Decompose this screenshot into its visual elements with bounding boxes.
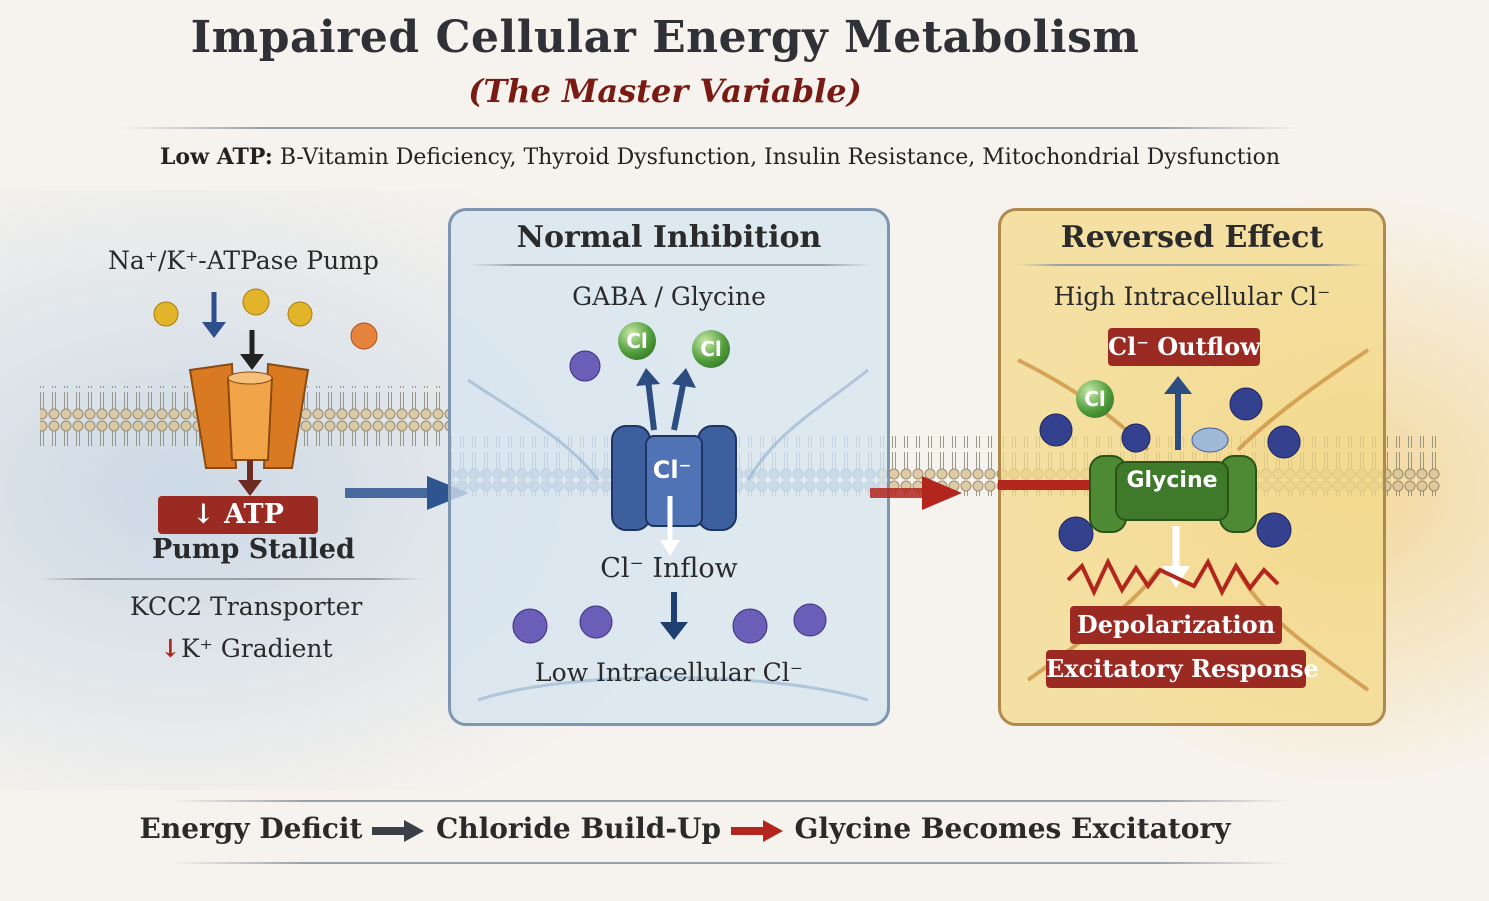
low-cl-label: Low Intracellular Cl⁻	[535, 658, 803, 687]
ion	[1229, 387, 1263, 421]
summary-step-2: Chloride Build-Up	[435, 812, 721, 845]
pump-top	[227, 371, 273, 385]
down-arrow-icon: ↓	[160, 634, 181, 663]
spike-line	[1066, 557, 1280, 597]
ion	[579, 605, 613, 639]
atp-banner: ↓ ATP	[158, 496, 318, 534]
ion	[793, 603, 827, 637]
reversed-panel-title: Reversed Effect	[1060, 220, 1324, 255]
outflow-banner: Cl⁻ Outflow	[1108, 328, 1261, 366]
summary-top-divider	[170, 800, 1290, 802]
ion	[1256, 512, 1292, 548]
arrow-shaft	[870, 488, 930, 498]
pump-out-arrow-head	[238, 480, 262, 496]
sodium-ion	[153, 301, 179, 327]
channel-core	[1115, 461, 1229, 521]
atpase-pump-illustration	[153, 288, 378, 496]
gradient-text: K⁺ Gradient	[180, 634, 333, 663]
neuron-branch	[1236, 348, 1370, 452]
pump-label: Na⁺/K⁺-ATPase Pump	[108, 246, 379, 275]
reversed-title-divider	[1018, 264, 1366, 266]
dendrite	[477, 676, 869, 702]
summary-bottom-divider	[170, 862, 1290, 864]
ion	[1058, 516, 1094, 552]
gradient-label: ↓K⁺ Gradient	[160, 634, 333, 663]
up-arrow-head	[672, 368, 696, 388]
arrow-right-icon	[730, 819, 783, 842]
arrow-head	[922, 476, 962, 510]
page-subtitle: (The Master Variable)	[468, 72, 862, 110]
high-cl-label: High Intracellular Cl⁻	[1053, 282, 1331, 311]
ion-arrow-head	[202, 322, 226, 338]
ion	[1121, 423, 1151, 453]
excitatory-banner: Excitatory Response	[1046, 650, 1319, 688]
sodium-ion	[287, 301, 313, 327]
chloride-ion: Cl	[618, 322, 656, 360]
ion	[512, 608, 548, 644]
arrow-shaft	[345, 488, 435, 498]
channel-label: Cl⁻	[652, 456, 692, 484]
chloride-ion: Cl	[692, 330, 730, 368]
inflow-arrow-head	[660, 622, 688, 640]
pump-status: Pump Stalled	[152, 534, 355, 565]
normal-title-divider	[470, 264, 870, 266]
normal-channel-illustration	[467, 350, 869, 702]
arrow-to-reversed	[870, 476, 962, 510]
dendrite	[746, 368, 869, 481]
membrane-arrow	[998, 480, 1108, 490]
glycine-channel-label: Glycine	[1126, 468, 1218, 493]
kcc2-label: KCC2 Transporter	[130, 592, 363, 621]
left-divider	[40, 578, 420, 580]
normal-panel-title: Normal Inhibition	[516, 220, 822, 255]
chloride-ion: Cl	[1076, 380, 1114, 418]
channel-left	[611, 425, 651, 531]
ion	[569, 350, 601, 382]
potassium-ion	[350, 322, 378, 350]
ion	[1039, 413, 1073, 447]
page-title: Impaired Cellular Energy Metabolism	[190, 12, 1140, 63]
title-divider	[120, 127, 1300, 129]
channel-arrow-head	[660, 540, 680, 556]
outflow-arrow-head	[1164, 376, 1192, 394]
channel-right	[697, 425, 737, 531]
reversed-channel-illustration	[998, 348, 1370, 692]
summary-step-1: Energy Deficit	[139, 812, 363, 845]
up-arrow	[671, 379, 687, 431]
causes-line: Low ATP: B-Vitamin Deficiency, Thyroid D…	[0, 144, 1440, 170]
causes-lead: Low ATP:	[159, 144, 273, 170]
pump-left-half	[188, 362, 238, 469]
sodium-ion	[242, 288, 270, 316]
up-arrow-head	[636, 368, 660, 386]
ion	[732, 608, 768, 644]
ligand-molecule	[1191, 427, 1229, 453]
causes-list: B-Vitamin Deficiency, Thyroid Dysfunctio…	[279, 145, 1281, 170]
arrow-right-icon	[372, 819, 425, 842]
dendrite	[467, 378, 600, 481]
summary-step-3: Glycine Becomes Excitatory	[794, 812, 1231, 845]
ligand-label: GABA / Glycine	[572, 282, 766, 311]
ion-arrow-head	[240, 354, 264, 370]
summary-line: Energy Deficit Chloride Build-Up Glycine…	[0, 812, 1370, 845]
up-arrow	[645, 379, 657, 431]
ion	[1267, 425, 1301, 459]
channel-core	[645, 435, 703, 527]
depolarization-banner: Depolarization	[1070, 606, 1282, 644]
inflow-label: Cl⁻ Inflow	[600, 553, 738, 584]
pump-core	[226, 377, 274, 461]
